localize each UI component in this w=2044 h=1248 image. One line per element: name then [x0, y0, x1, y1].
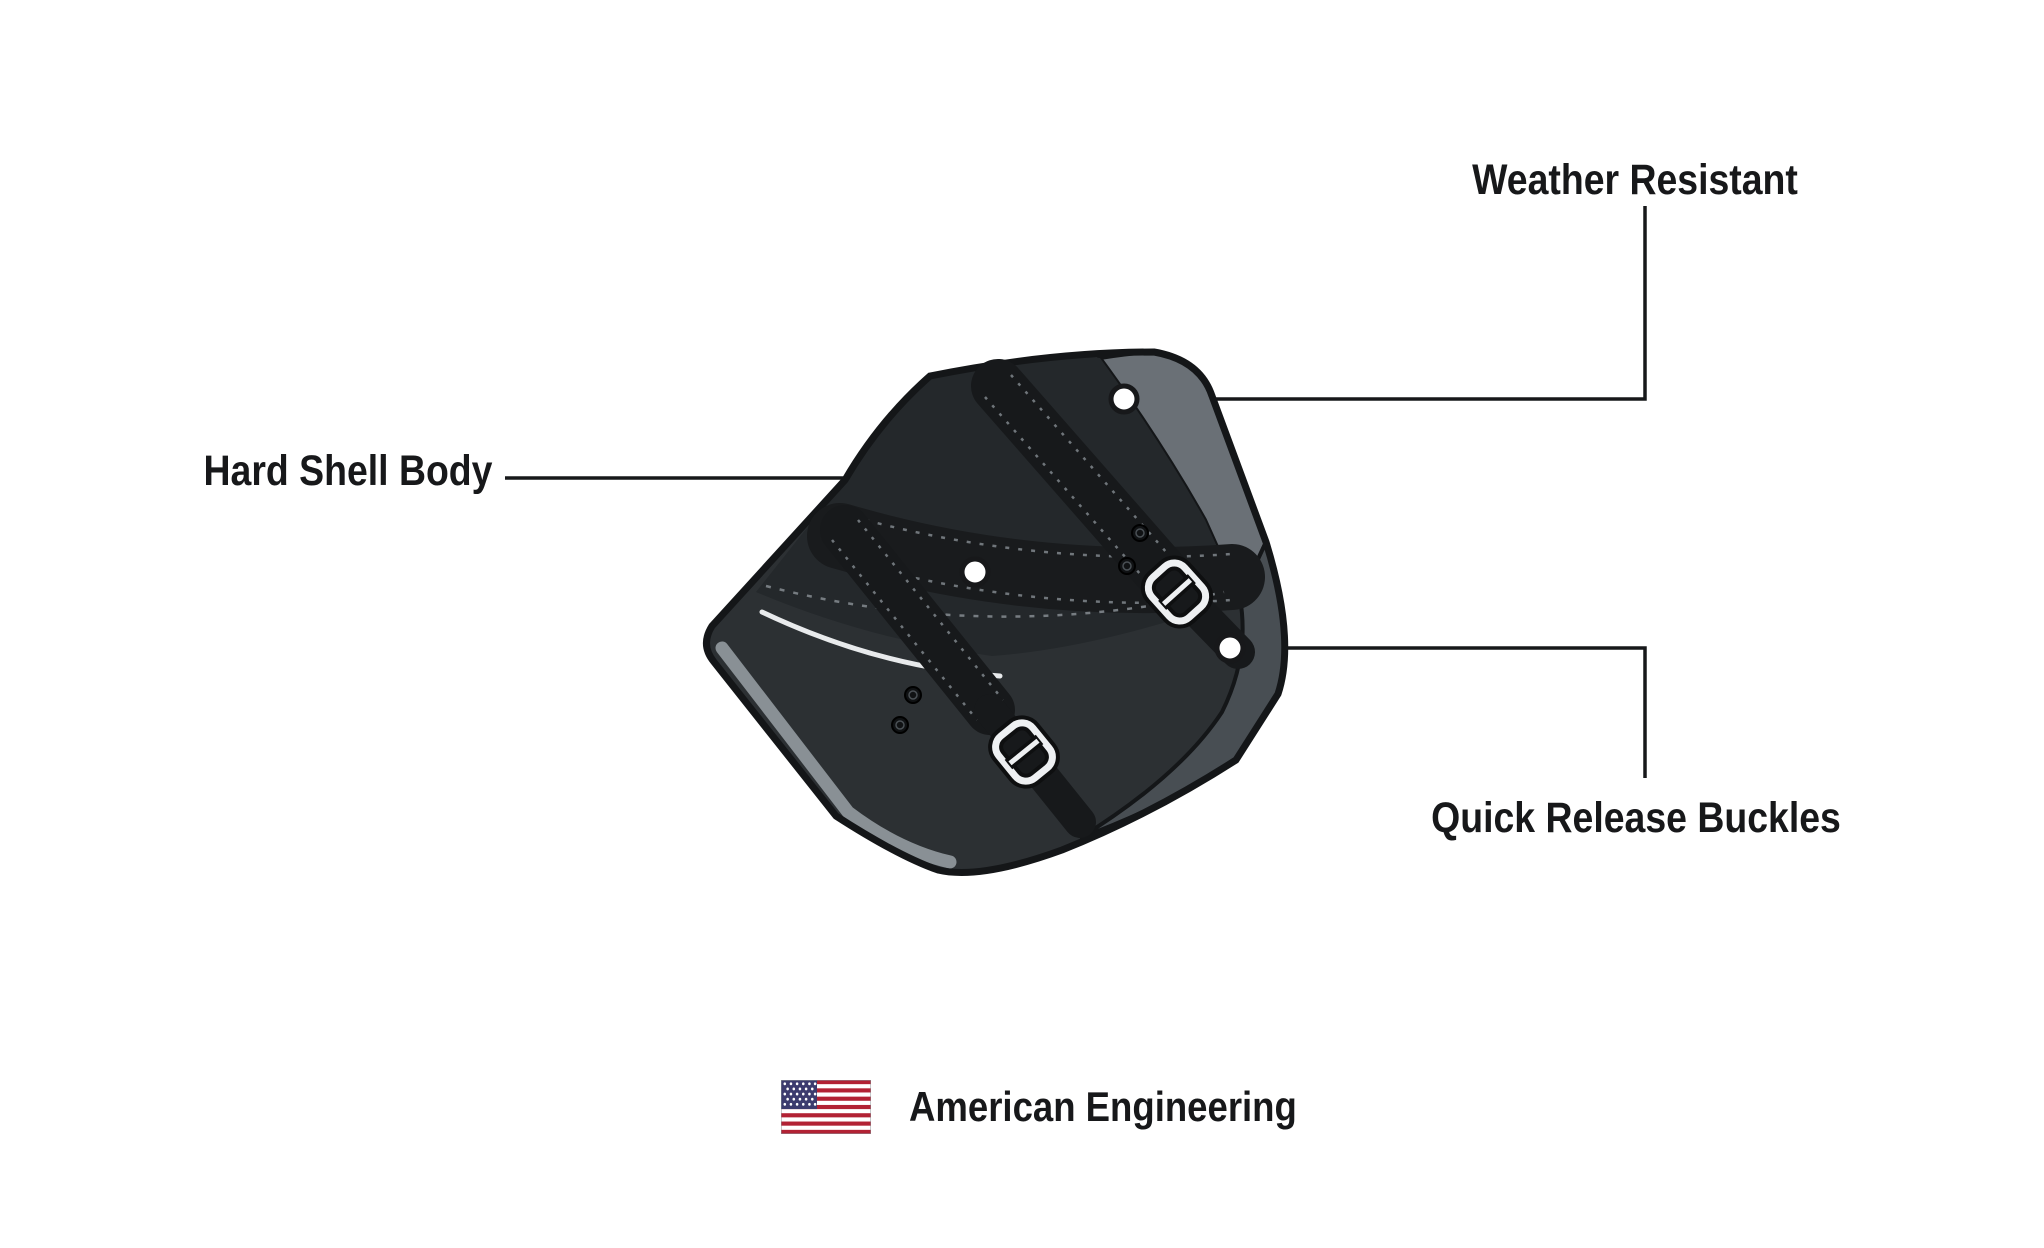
- lid-band-stitch-top: [839, 511, 1233, 559]
- flag-stripes: [781, 1080, 871, 1134]
- rivet: [891, 716, 909, 734]
- us-flag-icon: [781, 1080, 871, 1134]
- buckle-right: [1140, 555, 1214, 629]
- bag-bottom-trim: [715, 641, 957, 869]
- callout-line-quick-release-buckles: [1246, 646, 1647, 778]
- rivets: [891, 524, 1149, 734]
- rivet: [904, 686, 922, 704]
- bag-outline: [703, 348, 1289, 876]
- rivet: [1118, 557, 1136, 575]
- swing-arm-bag-illustration: [703, 348, 1289, 876]
- rivet: [1131, 524, 1149, 542]
- strap-right: [971, 359, 1195, 607]
- callout-point-weather-resistant: [1108, 383, 1140, 415]
- flag-canton: [781, 1080, 817, 1110]
- footer: American Engineering: [781, 1080, 1355, 1134]
- footer-tagline: American Engineering: [909, 1083, 1297, 1130]
- callout-label-quick-release-buckles: Quick Release Buckles: [1431, 794, 1841, 842]
- callout-point-hard-shell-body: [959, 556, 991, 588]
- flag-stars: [783, 1082, 817, 1106]
- callout-point-quick-release-buckles: [1214, 632, 1246, 664]
- buckle-left: [988, 715, 1060, 789]
- callout-label-hard-shell-body: Hard Shell Body: [203, 447, 493, 495]
- callout-label-weather-resistant: Weather Resistant: [1472, 156, 1798, 204]
- callout-anchors: [959, 383, 1246, 664]
- callout-line-weather-resistant: [1140, 206, 1647, 401]
- strap-left: [820, 505, 1015, 735]
